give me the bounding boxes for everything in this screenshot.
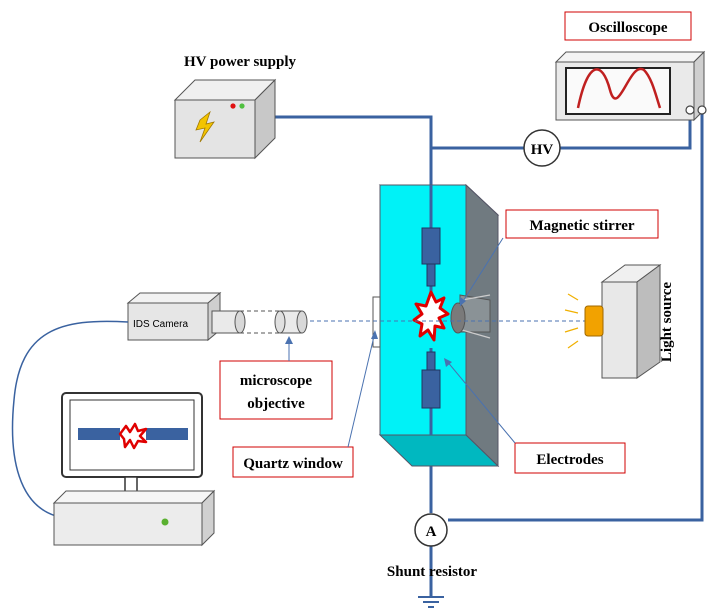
ammeter: A	[414, 513, 448, 547]
sine-wave-icon	[576, 67, 662, 109]
magnetic-stirrer-callout: Magnetic stirrer	[459, 209, 659, 307]
light-source: Light source	[564, 264, 675, 379]
computer	[52, 392, 216, 547]
hv-meter-wire	[431, 112, 692, 150]
quartz-window-label: Quartz window	[243, 456, 343, 472]
hv-power-supply-label: HV power supply	[184, 54, 296, 70]
oscilloscope-right-wire	[448, 112, 704, 522]
light-source-label: Light source	[659, 282, 675, 362]
magnetic-stirrer-element	[450, 302, 466, 334]
ids-camera: IDS Camera	[126, 291, 308, 342]
magnetic-stirrer-label: Magnetic stirrer	[529, 218, 634, 234]
ammeter-label: A	[426, 524, 437, 540]
lightning-bolt-icon	[195, 110, 215, 143]
hv-meter-label: HV	[531, 142, 554, 158]
hv-meter: HV	[523, 129, 561, 167]
electrodes	[412, 227, 450, 409]
bottom-electrode	[421, 369, 441, 409]
monitor-spark-icon	[118, 422, 148, 450]
oscilloscope-port-1	[685, 105, 695, 115]
ground-icon	[418, 596, 444, 608]
microscope-objective-label-line1: microscope	[240, 373, 313, 389]
microscope-objective-callout: microscope objective	[219, 336, 333, 420]
oscilloscope-label-box	[564, 11, 692, 41]
oscilloscope-port-2	[697, 105, 707, 115]
camera-cable	[11, 320, 129, 517]
power-indicator	[161, 518, 169, 526]
microscope-objective-label-line2: objective	[247, 396, 305, 412]
light-lamp	[584, 305, 604, 337]
oscilloscope: Oscilloscope	[554, 11, 707, 122]
electrodes-callout: Electrodes	[444, 358, 626, 474]
shunt-resistor-label: Shunt resistor	[387, 564, 477, 580]
quartz-window	[372, 296, 381, 348]
electrodes-label: Electrodes	[536, 452, 603, 468]
spark-icon	[412, 290, 450, 342]
ids-camera-label: IDS Camera	[133, 319, 188, 330]
quartz-window-callout: Quartz window	[232, 330, 378, 478]
hv-power-supply: HV power supply	[173, 54, 296, 160]
oscilloscope-label: Oscilloscope	[588, 20, 668, 36]
top-electrode	[421, 227, 441, 265]
